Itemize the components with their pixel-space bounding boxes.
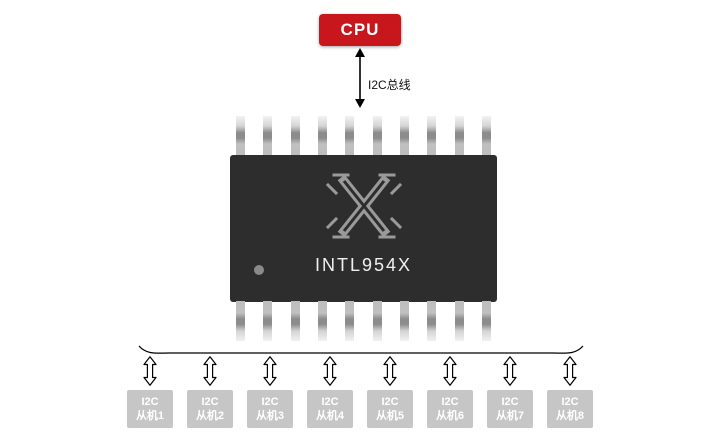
pin [317,116,327,156]
slave-group-6: I2C 从机6 [427,356,473,428]
chip-part-number: INTL954X [314,255,413,275]
slave-group-4: I2C 从机4 [307,356,353,428]
pin [399,116,409,156]
slave-box: I2C 从机5 [367,390,413,428]
slave-group-2: I2C 从机2 [187,356,233,428]
slave-box: I2C 从机6 [427,390,473,428]
pin [317,301,327,341]
slave-double-arrow-icon [563,356,577,386]
chip-pins-bottom [236,301,491,341]
slave-double-arrow-icon [143,356,157,386]
pin [427,301,437,341]
pin [427,116,437,156]
slave-label-line2: 从机8 [555,410,585,422]
pin [454,116,464,156]
chip-pins-top [236,116,491,156]
slaves-row: I2C 从机1 I2C 从机2 I2C 从机3 [127,356,593,428]
cpu-label: CPU [340,20,380,39]
slave-label-line1: I2C [561,395,579,408]
chip-logo-icon [325,173,402,239]
slave-group-3: I2C 从机3 [247,356,293,428]
slave-double-arrow-icon [323,356,337,386]
slave-label-line1: I2C [321,395,339,408]
bus-double-arrow-icon [355,48,365,108]
slave-label-line2: 从机6 [435,410,465,422]
slave-box: I2C 从机8 [547,390,593,428]
pin [345,301,355,341]
pin [236,116,245,156]
pin [345,116,355,156]
slave-label-line1: I2C [441,395,459,408]
slave-group-1: I2C 从机1 [127,356,173,428]
slave-box: I2C 从机4 [307,390,353,428]
slave-label-line1: I2C [141,395,159,408]
pin [290,116,300,156]
bus-label: I2C总线 [368,78,411,92]
slave-group-5: I2C 从机5 [367,356,413,428]
slave-double-arrow-icon [503,356,517,386]
fanout-line [138,345,584,354]
slave-label-line1: I2C [501,395,519,408]
slave-box: I2C 从机3 [247,390,293,428]
slave-label-line2: 从机1 [135,410,165,422]
pin1-indicator-dot [254,265,264,275]
pin [372,116,382,156]
slave-double-arrow-icon [203,356,217,386]
slave-group-7: I2C 从机7 [487,356,533,428]
slave-group-8: I2C 从机8 [547,356,593,428]
slave-label-line1: I2C [201,395,219,408]
slave-double-arrow-icon [263,356,277,386]
slave-label-line1: I2C [381,395,399,408]
pin [372,301,382,341]
chip-body: INTL954X [230,155,497,302]
pin [263,301,273,341]
slave-label-line2: 从机7 [495,410,525,422]
slave-label-line2: 从机3 [255,410,285,422]
slave-label-line2: 从机2 [195,410,225,422]
slave-box: I2C 从机2 [187,390,233,428]
slave-double-arrow-icon [443,356,457,386]
slave-label-line2: 从机4 [315,410,345,422]
slave-box: I2C 从机7 [487,390,533,428]
pin [481,301,491,341]
pin [236,301,245,341]
pin [481,116,491,156]
pin [454,301,464,341]
cpu-box: CPU [319,14,401,46]
pin [263,116,273,156]
slave-double-arrow-icon [383,356,397,386]
slave-label-line2: 从机5 [375,410,405,422]
slave-label-line1: I2C [261,395,279,408]
pin [290,301,300,341]
slave-box: I2C 从机1 [127,390,173,428]
pin [399,301,409,341]
